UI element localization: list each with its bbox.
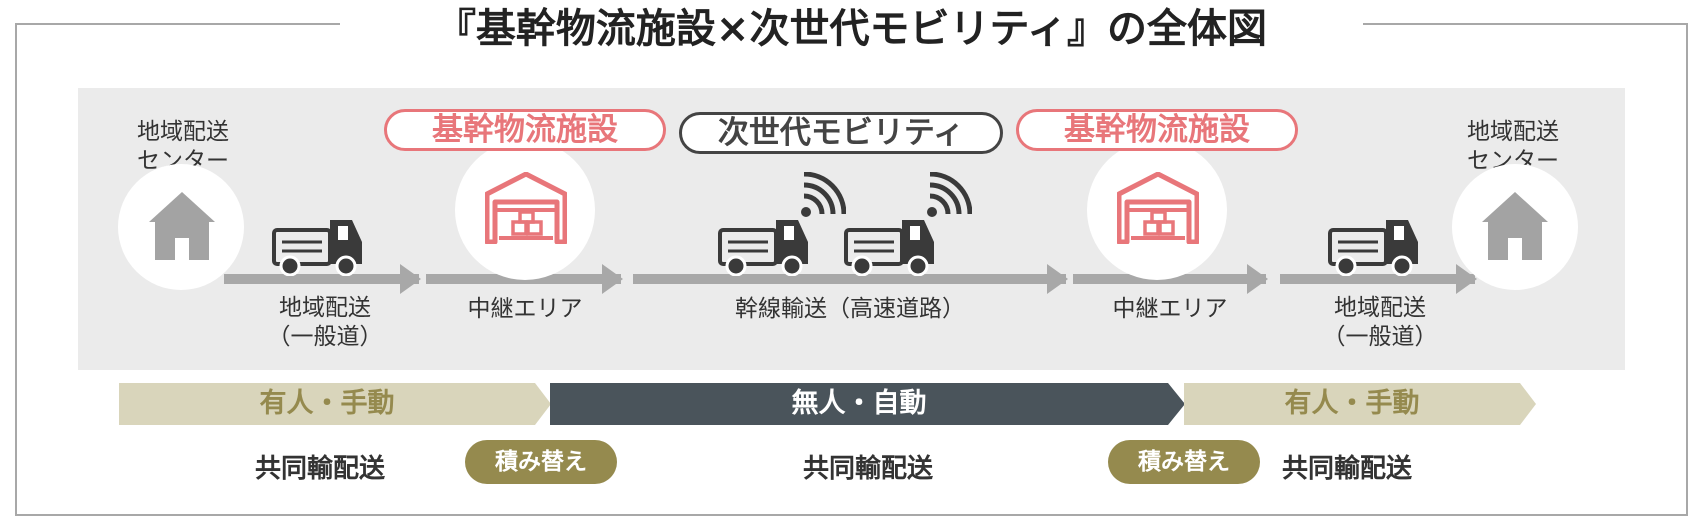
segment-trunk: 幹線輸送（高速道路）: [735, 296, 965, 322]
truck-icon: [272, 220, 362, 276]
band-middle-label: 無人・自動: [791, 388, 927, 419]
band-middle-shape: [550, 383, 1185, 425]
warehouse-icon: [485, 172, 567, 244]
shared-delivery-left: 共同輸配送: [255, 454, 386, 484]
arrow-right-icon: [1280, 264, 1477, 294]
house-icon: [149, 192, 215, 260]
segment-relay-right: 中継エリア: [1112, 296, 1228, 322]
shared-delivery-right: 共同輸配送: [1282, 454, 1413, 484]
band-middle: 無人・自動: [550, 383, 1168, 425]
frame-top-left: [15, 23, 340, 25]
house-icon: [1482, 192, 1548, 260]
diagram-title: 『基幹物流施設×次世代モビリティ』の全体図: [435, 6, 1268, 52]
band-left-label: 有人・手動: [259, 388, 395, 419]
facility-right-pill: 基幹物流施設: [1016, 109, 1298, 151]
band-right: 有人・手動: [1184, 383, 1520, 425]
band-left: 有人・手動: [119, 383, 535, 425]
shared-delivery-middle: 共同輸配送: [803, 454, 934, 484]
truck-icon: [1328, 220, 1418, 276]
wireless-signal-icon: [927, 172, 972, 217]
arrow-right-icon: [224, 264, 421, 294]
truck-icon: [718, 220, 808, 276]
transfer-badge-left: 積み替え: [465, 440, 617, 484]
segment-local-right: 地域配送 （一般道）: [1322, 295, 1438, 350]
segment-local-left: 地域配送 （一般道）: [267, 295, 383, 350]
facility-left-pill: 基幹物流施設: [384, 109, 666, 151]
wireless-signal-icon: [801, 172, 846, 217]
arrow-right-icon: [1073, 264, 1268, 294]
transfer-badge-right: 積み替え: [1108, 440, 1260, 484]
warehouse-icon: [1117, 172, 1199, 244]
segment-relay-left: 中継エリア: [467, 296, 583, 322]
band-left-shape: [119, 383, 551, 425]
frame-top-right: [1363, 23, 1688, 25]
right-center-label: 地域配送 センター: [1467, 119, 1559, 174]
truck-icon: [844, 220, 934, 276]
band-right-shape: [1184, 383, 1536, 425]
arrow-right-icon: [633, 264, 1068, 294]
band-right-label: 有人・手動: [1284, 388, 1420, 419]
outer-frame: [15, 24, 1688, 516]
mobility-pill: 次世代モビリティ: [679, 112, 1003, 154]
